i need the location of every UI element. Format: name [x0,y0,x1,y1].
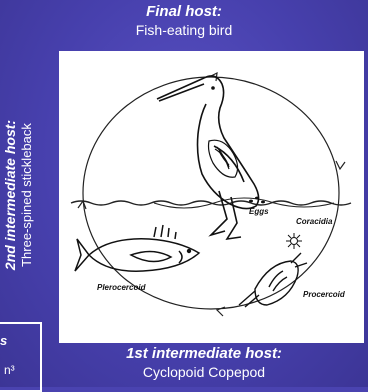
final-host-label: Final host: [0,2,368,21]
plerocercoid-label: Plerocercoid [97,283,147,292]
stickleback-eye [187,249,191,253]
second-host-title: 2nd intermediate host: Three-spined stic… [2,90,35,300]
bird-drawing [157,76,259,239]
life-cycle-diagram: Eggs Coracidia Plerocercoid [59,51,364,343]
second-host-label: 2nd intermediate host: [2,90,19,300]
corner-box: s n³ [0,322,42,392]
second-host-value: Three-spined stickleback [19,90,35,300]
life-cycle-panel: Eggs Coracidia Plerocercoid [59,51,364,343]
coracidia-label: Coracidia [296,217,333,226]
final-host-value: Fish-eating bird [0,21,368,39]
procercoid-label: Procercoid [303,290,346,299]
stickleback-drawing [75,225,199,271]
cycle-arrow [78,201,86,209]
copepod-drawing [239,253,307,307]
water-surface [154,198,334,208]
first-host-value: Cyclopoid Copepod [40,363,368,381]
final-host-title: Final host: Fish-eating bird [0,2,368,39]
corner-box-line2: n³ [4,363,15,377]
first-host-label: 1st intermediate host: [40,344,368,363]
cycle-arrow [336,161,345,169]
coracidium-drawing [286,233,302,249]
first-host-title: 1st intermediate host: Cyclopoid Copepod [40,344,368,381]
eggs-label: Eggs [249,207,269,216]
cycle-ring [83,77,339,309]
corner-box-line1: s [0,333,7,348]
bird-eye [211,86,215,90]
bird-fish-drawing [209,140,238,177]
